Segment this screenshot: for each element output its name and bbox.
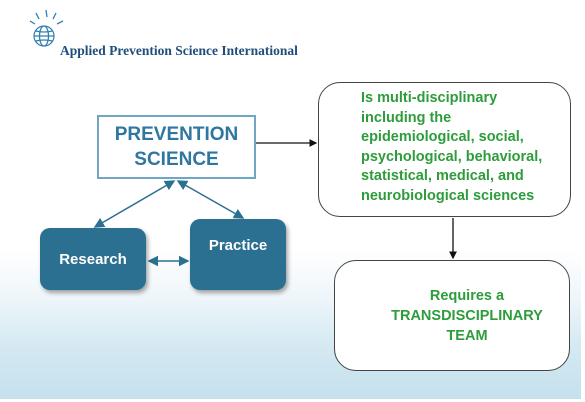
multidisciplinary-line-3: epidemiological, social, xyxy=(361,129,524,145)
slide-border-right xyxy=(581,0,585,402)
transdisciplinary-team-box: Requires a TRANSDISCIPLINARY TEAM xyxy=(334,260,570,371)
multidisciplinary-line-4: psychological, behavioral, xyxy=(361,148,543,165)
team-line-2: TRANSDISCIPLINARY xyxy=(391,307,543,324)
multidisciplinary-line-2: including the xyxy=(361,109,452,126)
arrow-science-to-research xyxy=(93,180,176,228)
organization-name: Applied Prevention Science International xyxy=(60,43,298,58)
team-line-3: TEAM xyxy=(446,327,488,344)
research-box: Research xyxy=(40,228,146,290)
multidisciplinary-line-1: Is multi-disciplinary xyxy=(361,90,498,106)
multidisciplinary-line-6: neurobiological sciences xyxy=(361,187,535,204)
slide-border-bottom xyxy=(0,399,585,402)
sunrise-globe-icon xyxy=(29,9,64,47)
practice-box: Practice xyxy=(190,219,286,290)
prevention-science-line-1: PREVENTION xyxy=(114,124,239,145)
arrow-science-to-practice xyxy=(176,180,245,219)
team-line-1: Requires a xyxy=(429,287,505,304)
prevention-science-box: PREVENTION SCIENCE xyxy=(97,115,256,179)
practice-label: Practice xyxy=(208,237,268,254)
multidisciplinary-box: Is multi-disciplinary including the epid… xyxy=(318,82,571,217)
prevention-science-line-2: SCIENCE xyxy=(134,149,219,170)
multidisciplinary-line-5: statistical, medical, and xyxy=(361,168,524,184)
research-label: Research xyxy=(59,250,127,268)
